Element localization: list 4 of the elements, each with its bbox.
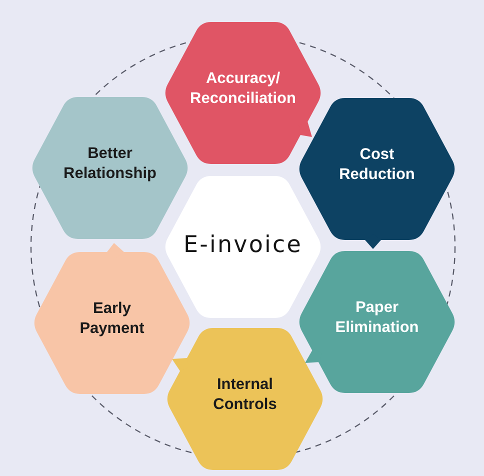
hexagon-callout: Paper Elimination <box>297 251 457 393</box>
hexagon-callout: Internal Controls <box>165 328 325 470</box>
hexagon-callout: Accuracy/ Reconciliation <box>163 22 323 164</box>
center-hexagon: E-invoice <box>163 176 323 318</box>
